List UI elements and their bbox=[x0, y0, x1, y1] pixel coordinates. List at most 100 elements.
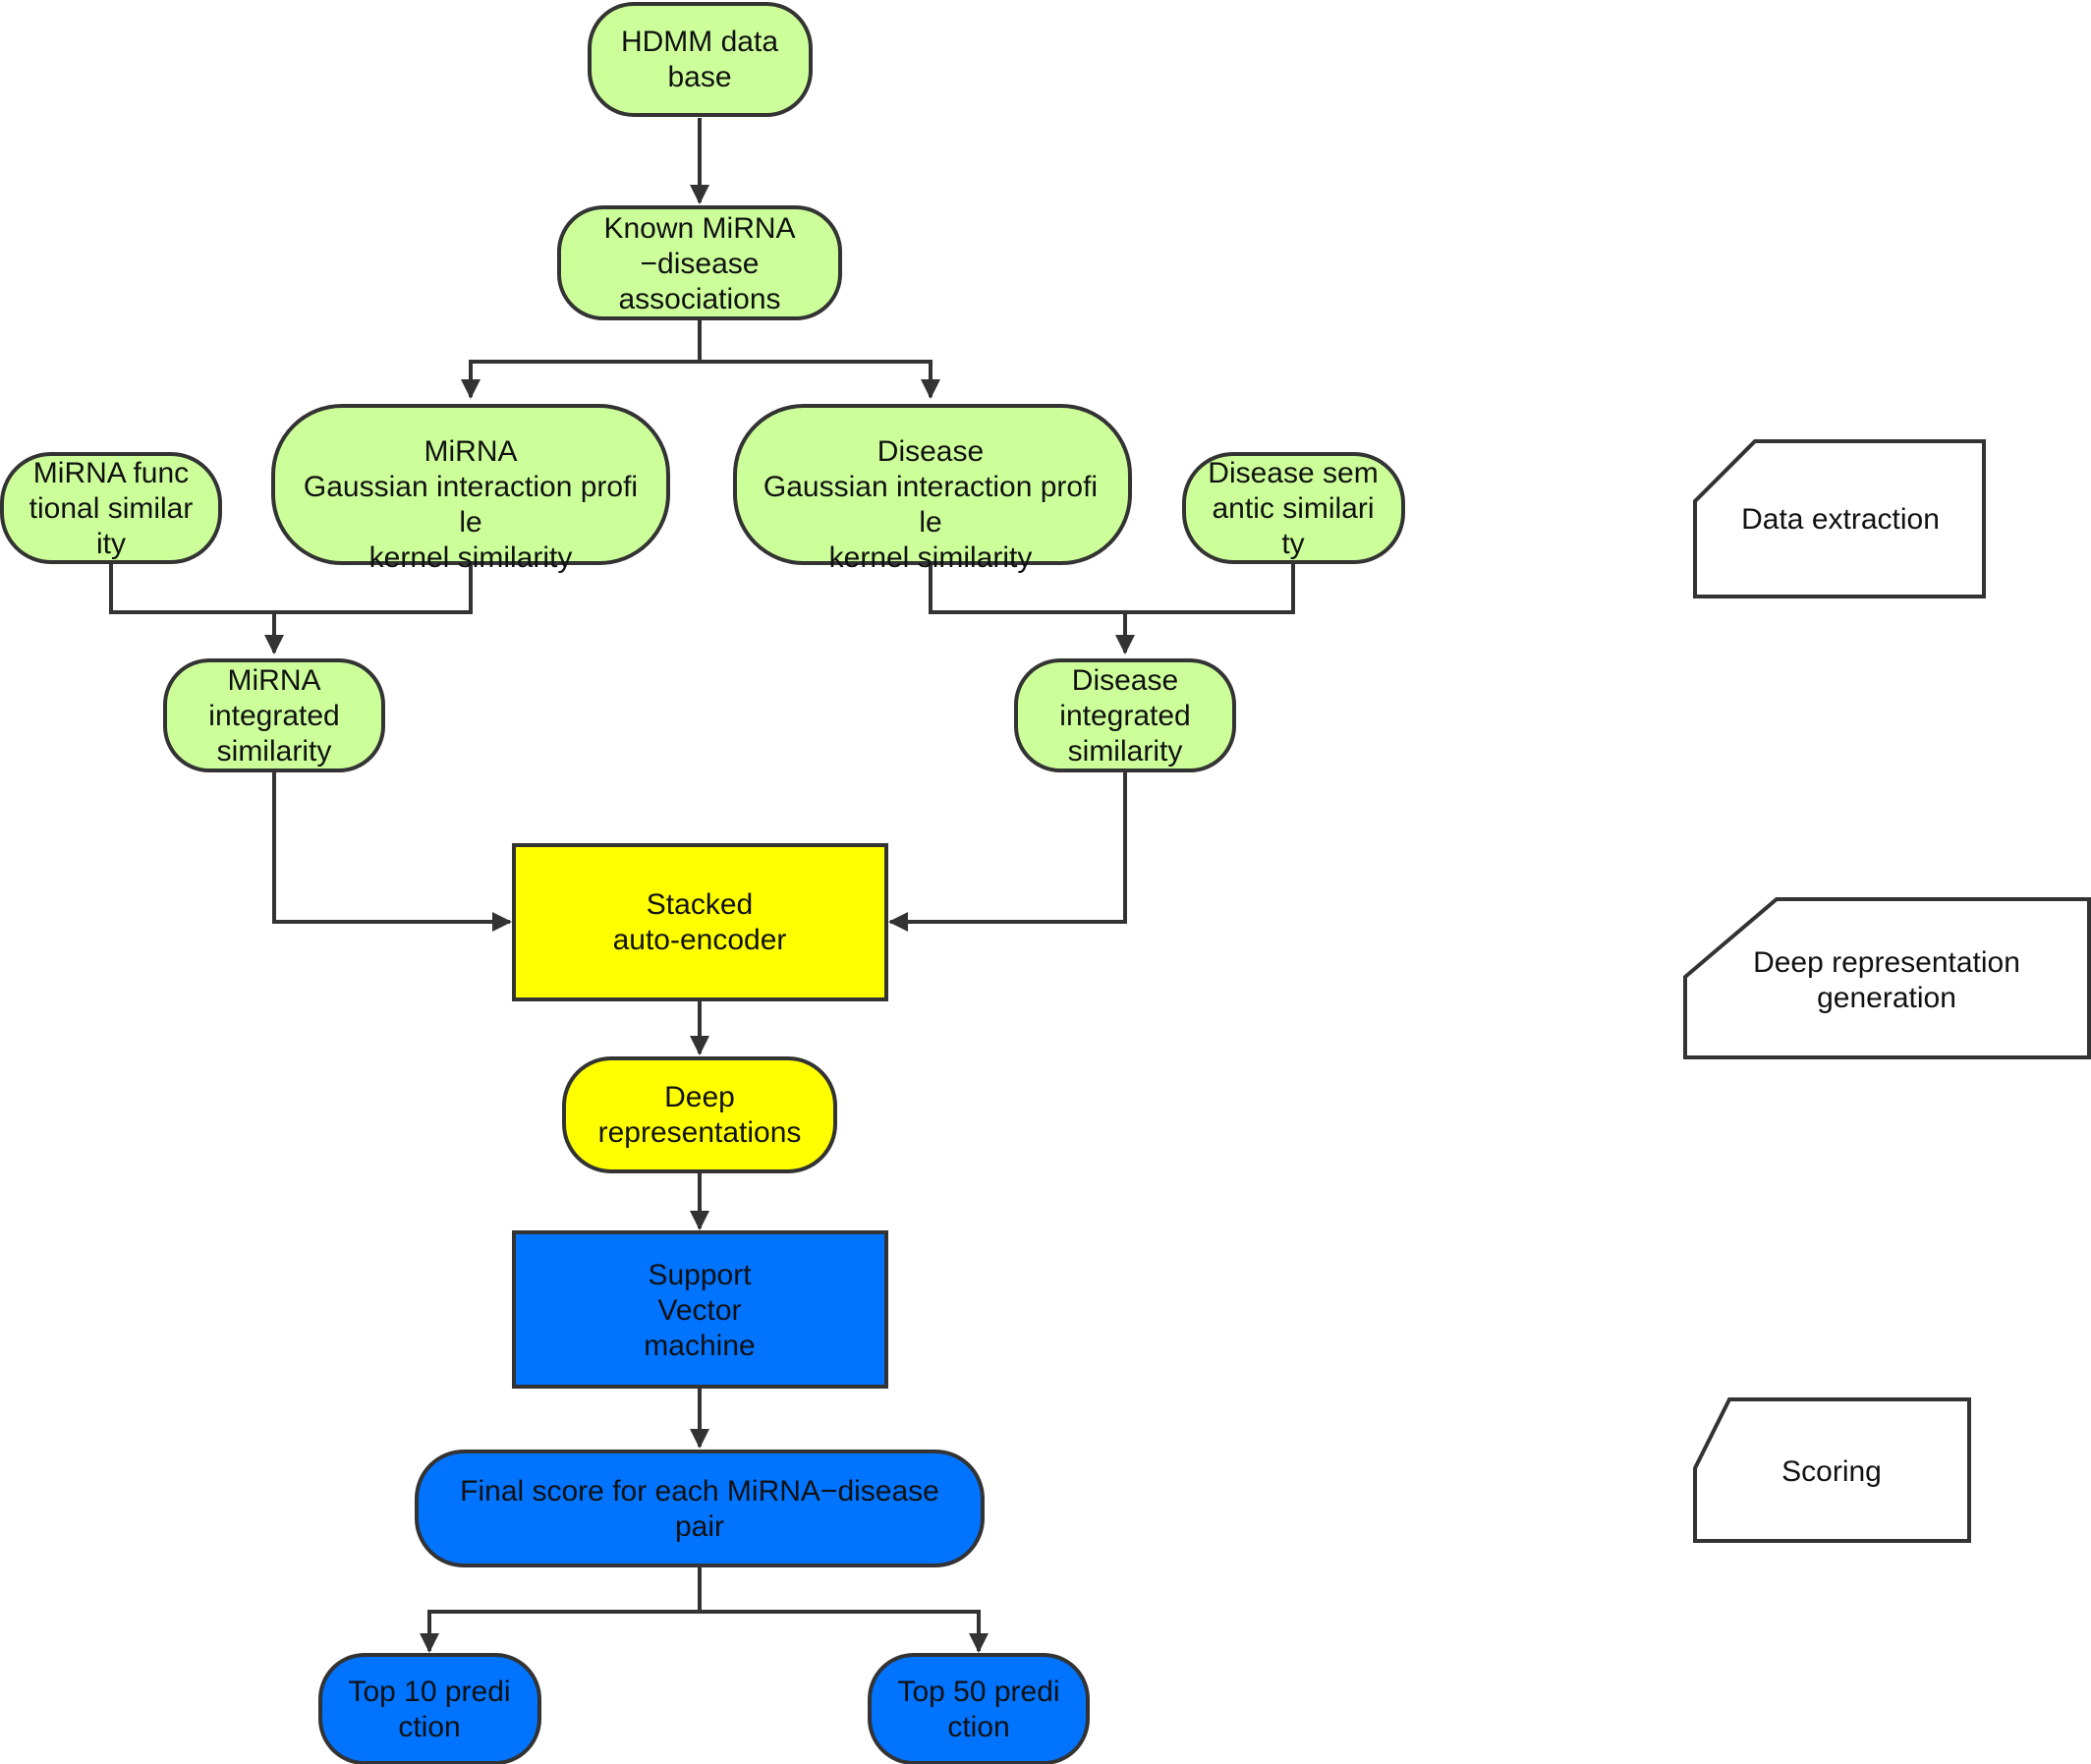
disease-gip-line-3: le bbox=[919, 506, 941, 539]
top-50-prediction-box bbox=[868, 1653, 1090, 1764]
disease-int-line-3: similarity bbox=[1068, 735, 1183, 768]
hdmm-database-box bbox=[588, 2, 813, 117]
known-line-1: Known MiRNA bbox=[603, 212, 795, 245]
stacked-auto-encoder-box bbox=[512, 843, 888, 1001]
edge-disease-int-to-sae bbox=[888, 770, 1127, 932]
known-line-3: associations bbox=[618, 283, 780, 315]
stage-deep-rep-gen-line-2: generation bbox=[1817, 982, 1956, 1014]
known-line-2: −disease bbox=[641, 248, 760, 280]
mirna-gip-line-3: le bbox=[459, 506, 481, 539]
stage-data-extraction: Data extraction bbox=[1693, 439, 1986, 598]
svm-line-3: machine bbox=[644, 1330, 755, 1362]
disease-integrated-similarity-box bbox=[1014, 658, 1236, 772]
final-score-line-2: pair bbox=[675, 1510, 724, 1543]
sae-line-2: auto-encoder bbox=[613, 924, 787, 956]
disease-gip-line-4: kernel similarity bbox=[829, 541, 1033, 574]
top50-line-1: Top 50 predi bbox=[897, 1676, 1059, 1708]
stage-deep-representation-generation-card bbox=[1683, 897, 2091, 1059]
edge-disease-gip-to-disease-int bbox=[929, 565, 1135, 654]
mirna-gip-similarity-box bbox=[271, 404, 670, 565]
svm-line-2: Vector bbox=[657, 1294, 741, 1327]
disease-sem-line-3: ty bbox=[1281, 528, 1304, 560]
sae-line-1: Stacked bbox=[647, 888, 753, 921]
disease-gip-similarity-box bbox=[733, 404, 1132, 565]
disease-gip-line-1: Disease bbox=[877, 435, 984, 468]
top-10-prediction-box bbox=[318, 1653, 541, 1764]
disease-gip-line-2: Gaussian interaction profi bbox=[763, 471, 1098, 503]
stage-scoring-label: Scoring bbox=[1781, 1455, 1882, 1488]
deep-representations-box bbox=[562, 1056, 837, 1173]
edges bbox=[109, 118, 1295, 1653]
mirna-func-line-1: MiRNA func bbox=[33, 457, 189, 489]
mirna-gip-line-1: MiRNA bbox=[424, 435, 518, 468]
stage-deep-rep-gen-line-1: Deep representation bbox=[1753, 946, 2020, 979]
disease-int-line-2: integrated bbox=[1059, 700, 1190, 732]
stage-scoring: Scoring bbox=[1693, 1397, 1971, 1543]
edge-final-score-to-top10 bbox=[420, 1566, 702, 1653]
disease-sem-line-2: antic similari bbox=[1212, 492, 1374, 525]
mirna-functional-similarity-box bbox=[0, 452, 222, 564]
stage-data-extraction-label: Data extraction bbox=[1741, 503, 1940, 536]
disease-int-line-1: Disease bbox=[1072, 664, 1178, 697]
edge-known-to-disease-gip bbox=[700, 360, 940, 399]
hdmm-line-2: base bbox=[667, 61, 731, 93]
stage-data-extraction-line-1: Data extraction bbox=[1741, 503, 1940, 536]
final-score-line-1: Final score for each MiRNA−disease bbox=[460, 1475, 939, 1508]
hdmm-line-1: HDMM data bbox=[621, 26, 778, 58]
mirna-int-line-1: MiRNA bbox=[228, 664, 321, 697]
edge-mirna-gip-to-mirna-int bbox=[274, 565, 473, 614]
mirna-func-line-3: ity bbox=[96, 528, 126, 560]
stage-data-extraction-card bbox=[1693, 439, 1986, 598]
final-score-box bbox=[415, 1450, 985, 1567]
mirna-integrated-similarity-box bbox=[163, 658, 385, 772]
disease-sem-line-1: Disease sem bbox=[1208, 457, 1378, 489]
mirna-int-line-3: similarity bbox=[217, 735, 332, 768]
top10-line-1: Top 10 predi bbox=[348, 1676, 510, 1708]
known-associations-box bbox=[557, 205, 842, 320]
mirna-func-line-2: tional similar bbox=[29, 492, 194, 525]
edge-disease-sem-to-disease-int bbox=[1125, 562, 1295, 614]
deep-rep-line-2: representations bbox=[598, 1116, 802, 1149]
disease-semantic-similarity-box bbox=[1182, 452, 1405, 564]
edge-mirna-func-to-mirna-int bbox=[109, 562, 284, 654]
mirna-int-line-2: integrated bbox=[208, 700, 339, 732]
stage-scoring-line-1: Scoring bbox=[1781, 1455, 1882, 1488]
stage-scoring-card bbox=[1693, 1397, 1971, 1543]
svm-line-1: Support bbox=[648, 1259, 752, 1291]
mirna-gip-line-2: Gaussian interaction profi bbox=[304, 471, 638, 503]
top50-line-2: ction bbox=[947, 1711, 1009, 1743]
edge-known-to-mirna-gip bbox=[461, 319, 702, 399]
support-vector-machine-box bbox=[512, 1230, 888, 1389]
edge-mirna-int-to-sae bbox=[272, 770, 512, 932]
mirna-gip-line-4: kernel similarity bbox=[369, 541, 573, 574]
deep-rep-line-1: Deep bbox=[664, 1081, 735, 1113]
